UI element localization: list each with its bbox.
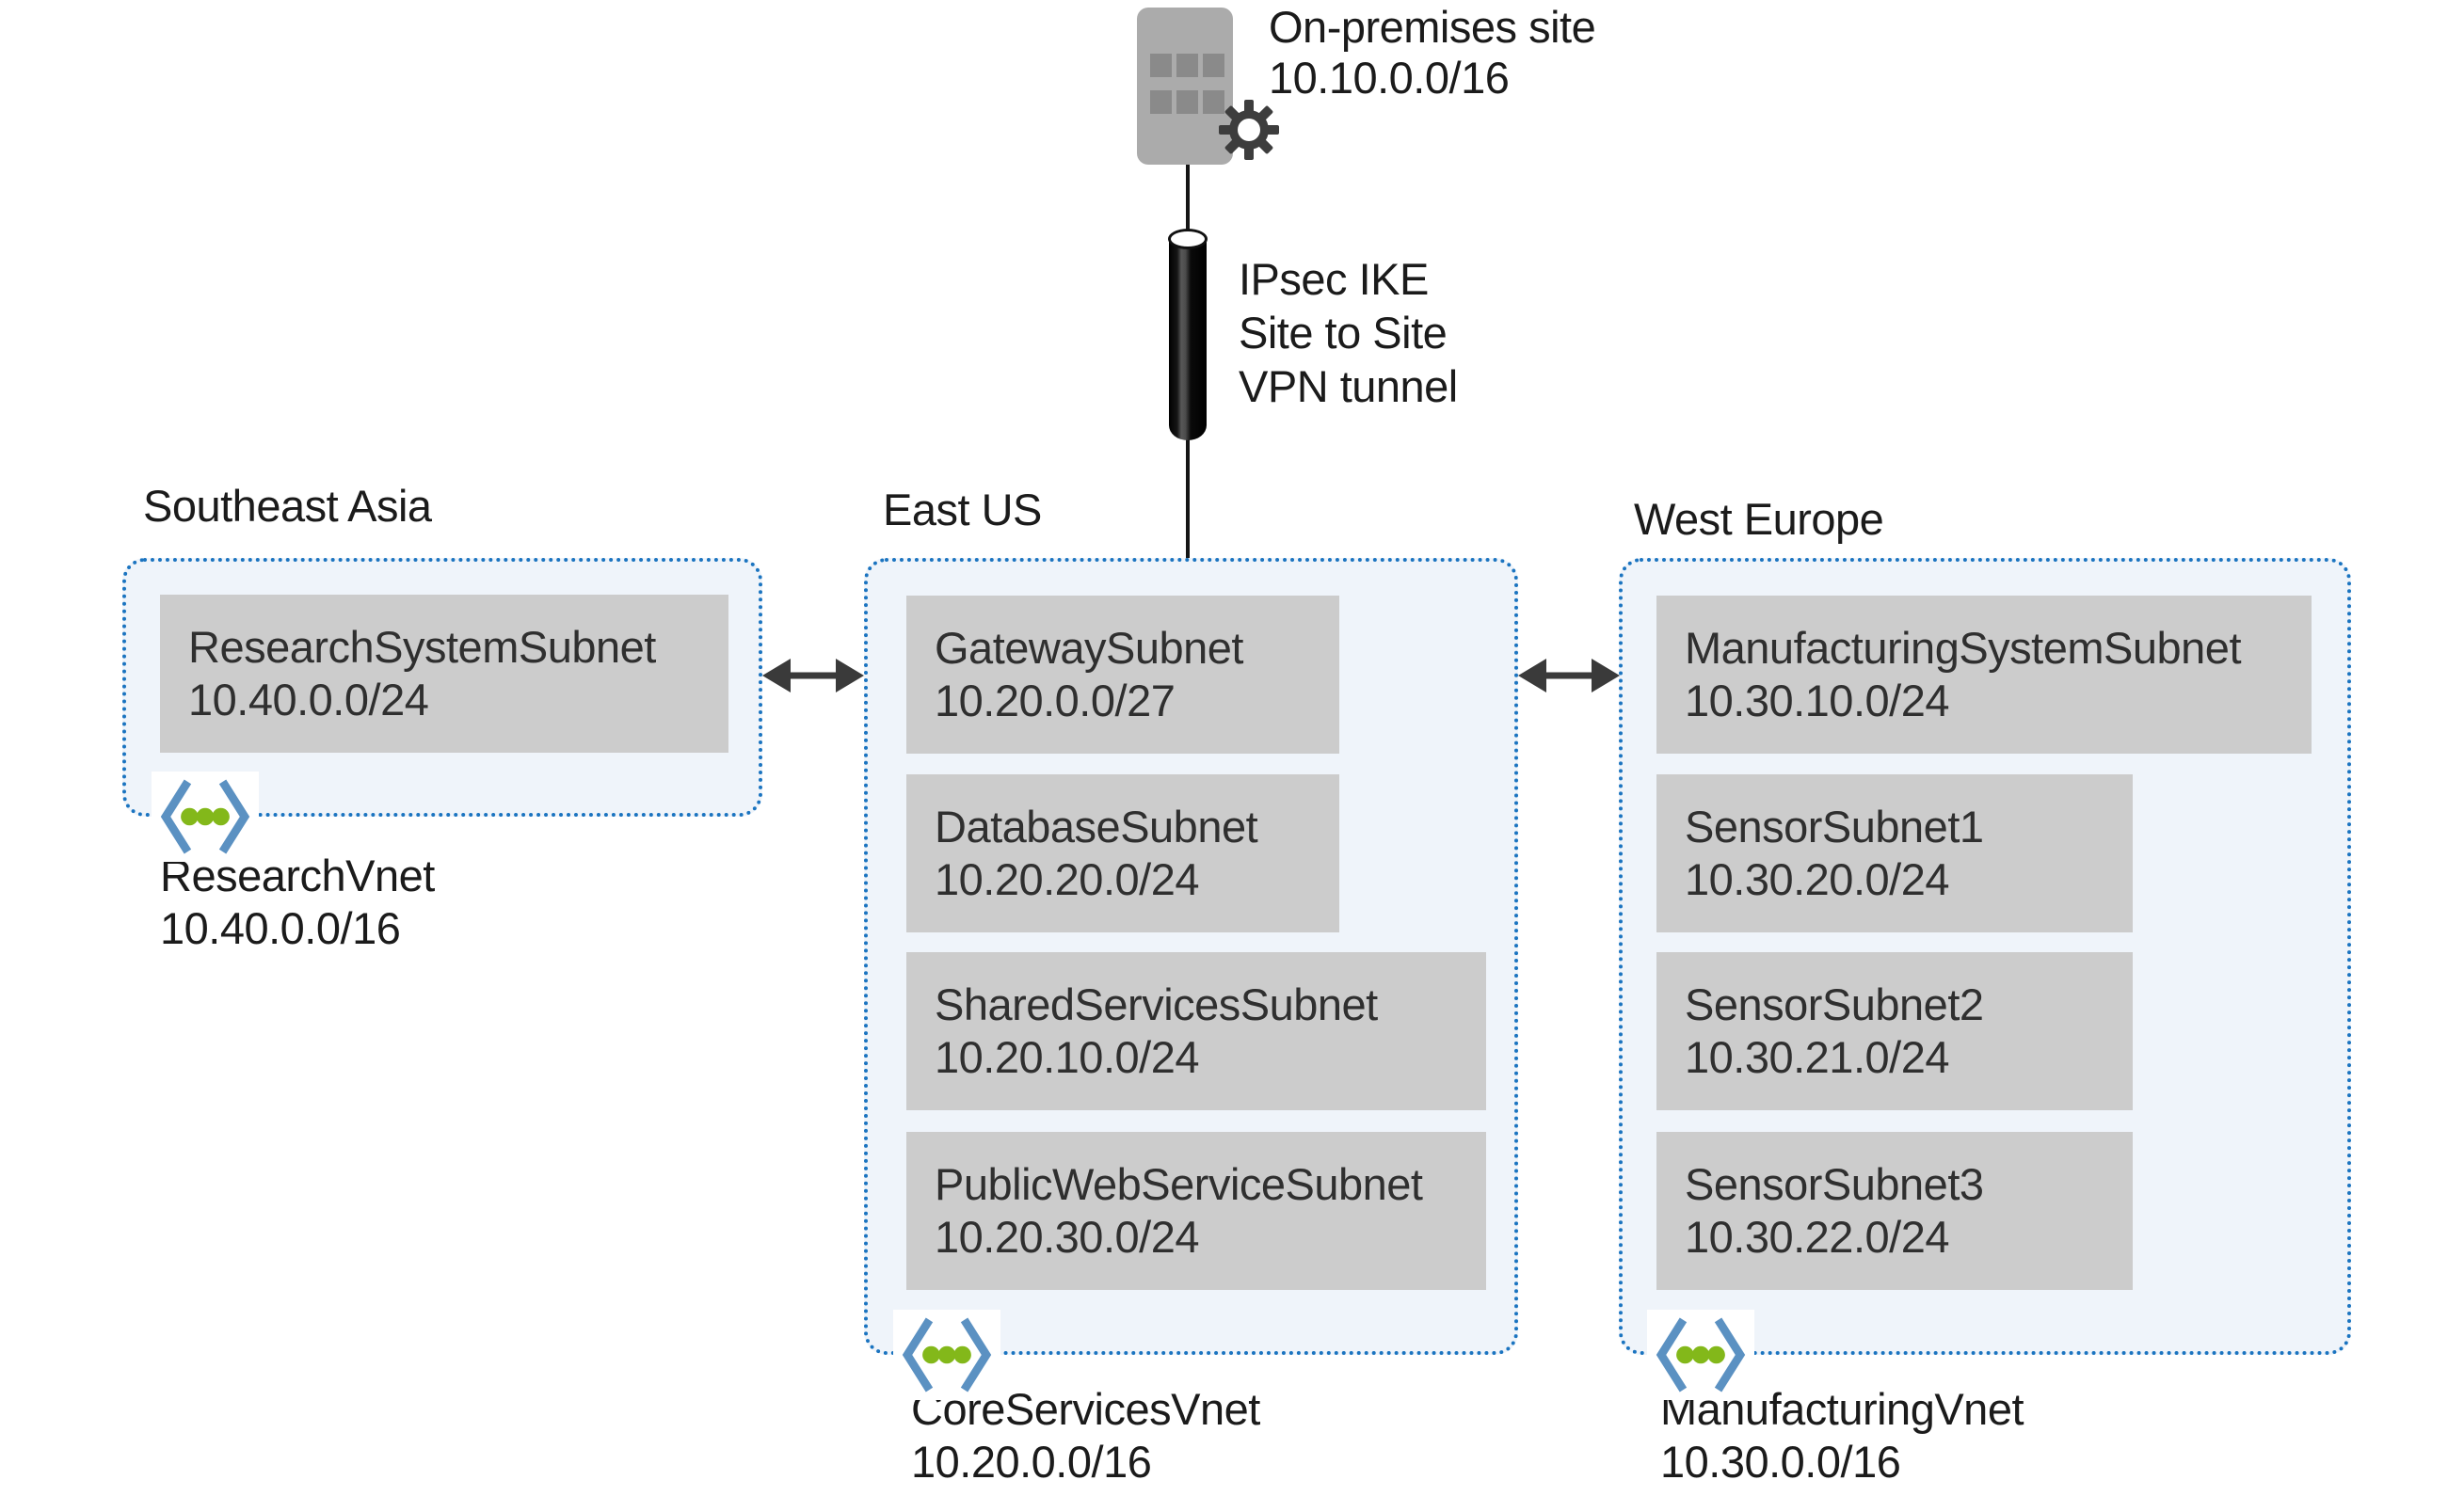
vnet-boundary-core-services: GatewaySubnet 10.20.0.0/27 DatabaseSubne… <box>864 558 1518 1355</box>
subnet-box-sensor-1: SensorSubnet1 10.30.20.0/24 <box>1656 774 2133 932</box>
region-label-southeast-asia: Southeast Asia <box>143 481 432 531</box>
subnet-box-manufacturing-system: ManufacturingSystemSubnet 10.30.10.0/24 <box>1656 596 2312 754</box>
virtual-network-icon <box>152 772 259 862</box>
subnet-cidr: 10.30.21.0/24 <box>1685 1032 1950 1082</box>
region-label-east-us: East US <box>883 485 1042 534</box>
peering-arrow-se-asia-east-us <box>762 659 864 692</box>
subnet-box-public-web-service: PublicWebServiceSubnet 10.20.30.0/24 <box>906 1132 1486 1290</box>
subnet-name: SensorSubnet3 <box>1685 1159 1984 1209</box>
subnet-cidr: 10.20.30.0/24 <box>935 1212 1200 1262</box>
virtual-network-icon <box>893 1310 1000 1400</box>
subnet-name: SensorSubnet2 <box>1685 979 1984 1029</box>
region-label-west-europe: West Europe <box>1634 494 1884 544</box>
on-premises-label: On-premises site 10.10.0.0/16 <box>1269 2 1596 103</box>
vnet-cidr: 10.30.0.0/16 <box>1660 1437 1901 1487</box>
vpn-tunnel-label: IPsec IKE Site to Site VPN tunnel <box>1239 254 1458 411</box>
subnet-box-shared-services: SharedServicesSubnet 10.20.10.0/24 <box>906 952 1486 1110</box>
on-premises-building-icon <box>1137 8 1233 165</box>
subnet-name: DatabaseSubnet <box>935 802 1258 851</box>
vnet-cidr: 10.20.0.0/16 <box>911 1437 1152 1487</box>
subnet-cidr: 10.30.22.0/24 <box>1685 1212 1950 1262</box>
subnet-name: SharedServicesSubnet <box>935 979 1378 1029</box>
virtual-network-icon <box>1647 1310 1754 1400</box>
subnet-cidr: 10.40.0.0/24 <box>188 675 429 724</box>
on-premises-cidr: 10.10.0.0/16 <box>1269 53 1510 103</box>
vnet-caption-manufacturing: ManufacturingVnet 10.30.0.0/16 <box>1660 1383 2024 1488</box>
on-premises-title: On-premises site <box>1269 2 1596 52</box>
subnet-cidr: 10.20.0.0/27 <box>935 676 1176 725</box>
vpn-tunnel-icon <box>1168 229 1208 440</box>
subnet-name: ResearchSystemSubnet <box>188 622 656 672</box>
subnet-cidr: 10.30.10.0/24 <box>1685 676 1950 725</box>
peering-arrow-east-us-west-europe <box>1518 659 1620 692</box>
vnet-caption-core-services: CoreServicesVnet 10.20.0.0/16 <box>911 1383 1260 1488</box>
subnet-name: SensorSubnet1 <box>1685 802 1984 851</box>
subnet-box-gateway: GatewaySubnet 10.20.0.0/27 <box>906 596 1339 754</box>
vnet-cidr: 10.40.0.0/16 <box>160 903 401 953</box>
subnet-name: GatewaySubnet <box>935 623 1243 673</box>
subnet-box-sensor-2: SensorSubnet2 10.30.21.0/24 <box>1656 952 2133 1110</box>
subnet-cidr: 10.20.10.0/24 <box>935 1032 1200 1082</box>
vnet-caption-research: ResearchVnet 10.40.0.0/16 <box>160 850 435 955</box>
subnet-name: PublicWebServiceSubnet <box>935 1159 1423 1209</box>
vnet-boundary-manufacturing: ManufacturingSystemSubnet 10.30.10.0/24 … <box>1619 558 2351 1355</box>
gear-icon <box>1219 100 1279 160</box>
subnet-cidr: 10.30.20.0/24 <box>1685 854 1950 904</box>
subnet-box-sensor-3: SensorSubnet3 10.30.22.0/24 <box>1656 1132 2133 1290</box>
subnet-name: ManufacturingSystemSubnet <box>1685 623 2242 673</box>
subnet-cidr: 10.20.20.0/24 <box>935 854 1200 904</box>
subnet-box-database: DatabaseSubnet 10.20.20.0/24 <box>906 774 1339 932</box>
building-windows <box>1150 54 1224 114</box>
subnet-box-research-system: ResearchSystemSubnet 10.40.0.0/24 <box>160 595 728 753</box>
